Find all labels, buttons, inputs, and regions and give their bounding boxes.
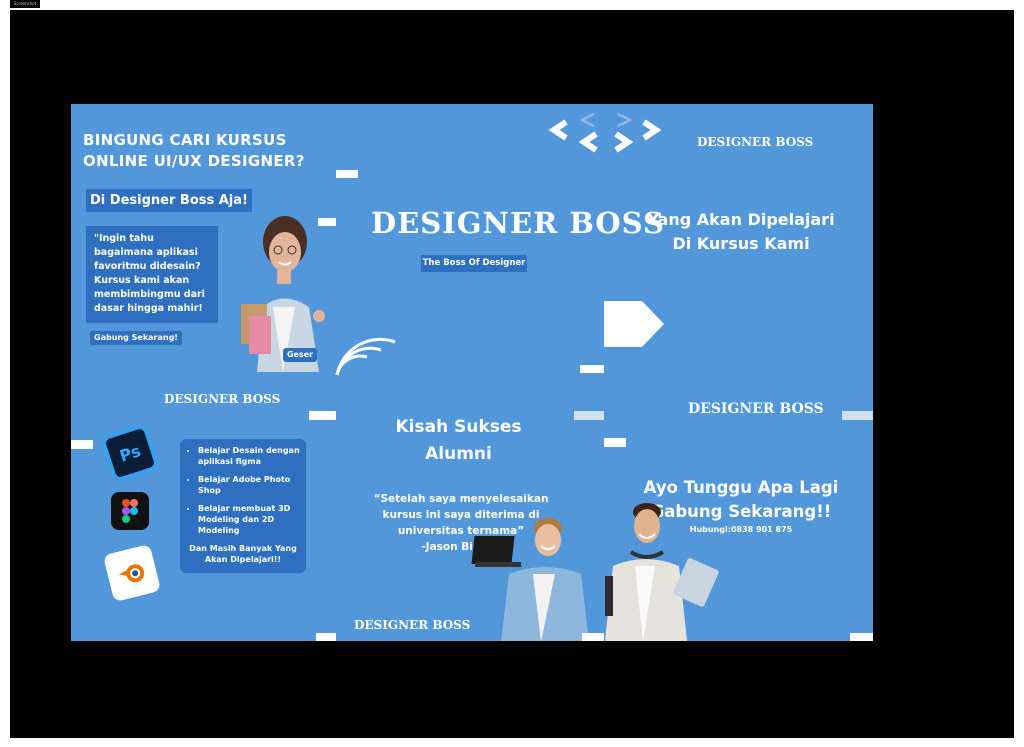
decor-bar: [604, 438, 626, 447]
cta-title-line1: Ayo Tunggu Apa Lagi: [643, 478, 839, 497]
brand-subtitle: The Boss Of Designer: [421, 255, 527, 272]
next-arrow-icon[interactable]: [604, 301, 664, 347]
photoshop-icon: Ps: [101, 424, 159, 482]
alumni-quote-line2: kursus ini saya diterima di: [382, 509, 540, 521]
design-canvas: BINGUNG CARI KURSUS ONLINE UI/UX DESIGNE…: [71, 104, 873, 641]
decor-bar: [309, 411, 336, 420]
blender-icon: [102, 543, 162, 603]
brand-logo-small: DESIGNER BOSS: [688, 401, 824, 417]
hero-quote: "Ingin tahu bagaimana aplikasi favoritmu…: [86, 226, 218, 323]
learn-list: Belajar Desain dengan aplikasi figma Bel…: [184, 445, 302, 536]
learn-title-line2: Di Kursus Kami: [672, 234, 810, 253]
cta-title: Ayo Tunggu Apa Lagi Gabung Sekarang!!: [636, 476, 846, 524]
window-label: Screenshot: [10, 0, 40, 8]
alumni-quote-line3: universitas ternama”: [397, 525, 525, 537]
cta-title-line2: Gabung Sekarang!!: [650, 502, 832, 521]
brand-logo-small: DESIGNER BOSS: [354, 618, 471, 632]
photoshop-icon-label: Ps: [117, 440, 143, 466]
learn-title-line1: Yang Akan Dipelajari: [647, 210, 835, 229]
brand-logo-small: DESIGNER BOSS: [164, 392, 281, 406]
alumni-man-headphones-image: [605, 503, 719, 641]
decor-bar: [574, 411, 604, 420]
hero-headline-line2: ONLINE UI/UX DESIGNER?: [83, 152, 305, 170]
figma-icon: [111, 492, 149, 530]
chevron-decor-icon: [548, 113, 662, 153]
alumni-title: Kisah Sukses Alumni: [371, 414, 546, 468]
learn-item: Belajar Desain dengan aplikasi figma: [198, 445, 302, 467]
learn-item: Belajar membuat 3D Modeling dan 2D Model…: [198, 503, 302, 536]
alumni-quote: “Setelah saya menyelesaikan kursus ini s…: [371, 491, 551, 555]
decor-bar: [842, 411, 873, 420]
decor-arcs: [335, 337, 396, 375]
learn-more-text: Dan Masih Banyak Yang Akan Dipelajari!!: [189, 544, 297, 564]
decor-bar: [316, 633, 336, 641]
swipe-button[interactable]: Geser: [283, 348, 317, 362]
alumni-man-image: [471, 518, 589, 641]
decor-bar: [71, 440, 93, 449]
hero-headline: BINGUNG CARI KURSUS ONLINE UI/UX DESIGNE…: [83, 130, 333, 172]
decor-bar: [850, 633, 873, 641]
learn-title: Yang Akan Dipelajari Di Kursus Kami: [641, 208, 841, 256]
decor-bar: [336, 170, 358, 178]
brand-logo-small: DESIGNER BOSS: [697, 135, 814, 149]
alumni-title-line1: Kisah Sukses: [395, 417, 522, 437]
decor-bar: [318, 218, 336, 226]
decor-bar: [582, 633, 604, 641]
student-woman-image: [241, 216, 325, 372]
join-now-button[interactable]: Gabung Sekarang!: [90, 331, 182, 345]
decor-bar: [580, 365, 604, 373]
contact-phone: Hubungi:0838 901 875: [689, 525, 793, 534]
learn-item: Belajar Adobe Photo Shop: [198, 474, 302, 496]
alumni-quote-line1: “Setelah saya menyelesaikan: [373, 493, 549, 505]
alumni-title-line2: Alumni: [425, 444, 492, 464]
hero-tagline: Di Designer Boss Aja!: [86, 189, 252, 212]
learn-list-panel: Belajar Desain dengan aplikasi figma Bel…: [180, 439, 306, 573]
hero-headline-line1: BINGUNG CARI KURSUS: [83, 131, 287, 149]
brand-title: DESIGNER BOSS: [371, 206, 665, 240]
